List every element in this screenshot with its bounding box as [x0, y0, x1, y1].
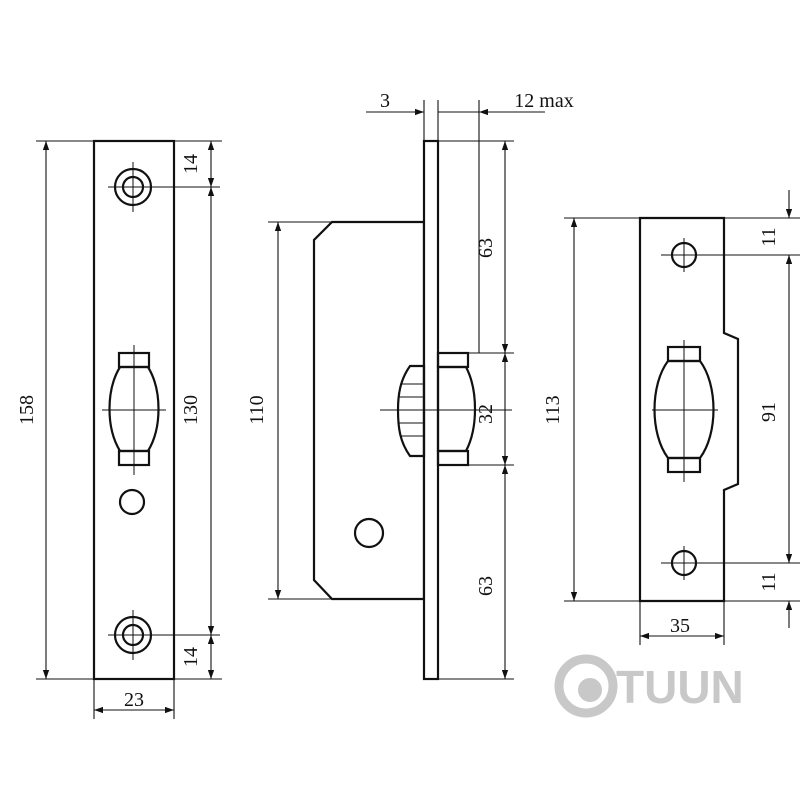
- watermark-text: TUUN: [616, 661, 744, 713]
- dim-label-63-bottom: 63: [475, 576, 497, 596]
- dim-label-32: 32: [475, 404, 497, 424]
- front-view: 158 130 14 14 23: [16, 139, 222, 719]
- dim-label-91: 91: [758, 402, 780, 422]
- side-view: 3 12 max 110 63 32 63: [246, 90, 574, 681]
- dim-label-23: 23: [124, 689, 144, 711]
- dim-label-63-top: 63: [475, 238, 497, 258]
- spindle-hole: [118, 488, 146, 516]
- dim-label-130: 130: [180, 395, 202, 425]
- strike-plate-outline: [638, 216, 740, 603]
- watermark: TUUN: [554, 654, 744, 718]
- dim-label-14-bottom: 14: [180, 647, 202, 667]
- dim-label-12-max: 12 max: [514, 90, 573, 112]
- dim-label-35: 35: [670, 615, 690, 637]
- dim-label-14-top: 14: [180, 154, 202, 174]
- faceplate-outline: [92, 139, 176, 681]
- screw-hole-bottom: [108, 610, 220, 660]
- strike-latch-window: [652, 340, 718, 482]
- latch-window: [102, 345, 166, 475]
- strike-plate-view: 113 11 91 11 35: [542, 190, 800, 645]
- tuun-logo-icon: [554, 654, 618, 718]
- dim-label-158: 158: [16, 395, 38, 425]
- dim-label-3: 3: [380, 90, 390, 112]
- dim-label-113: 113: [542, 395, 564, 424]
- dim-label-11-bottom: 11: [758, 572, 780, 591]
- screw-hole-top: [108, 162, 220, 212]
- dim-label-110: 110: [246, 395, 268, 424]
- spindle-hole-side: [353, 517, 385, 549]
- dim-label-11-top: 11: [758, 227, 780, 246]
- latch-hook: [380, 351, 512, 467]
